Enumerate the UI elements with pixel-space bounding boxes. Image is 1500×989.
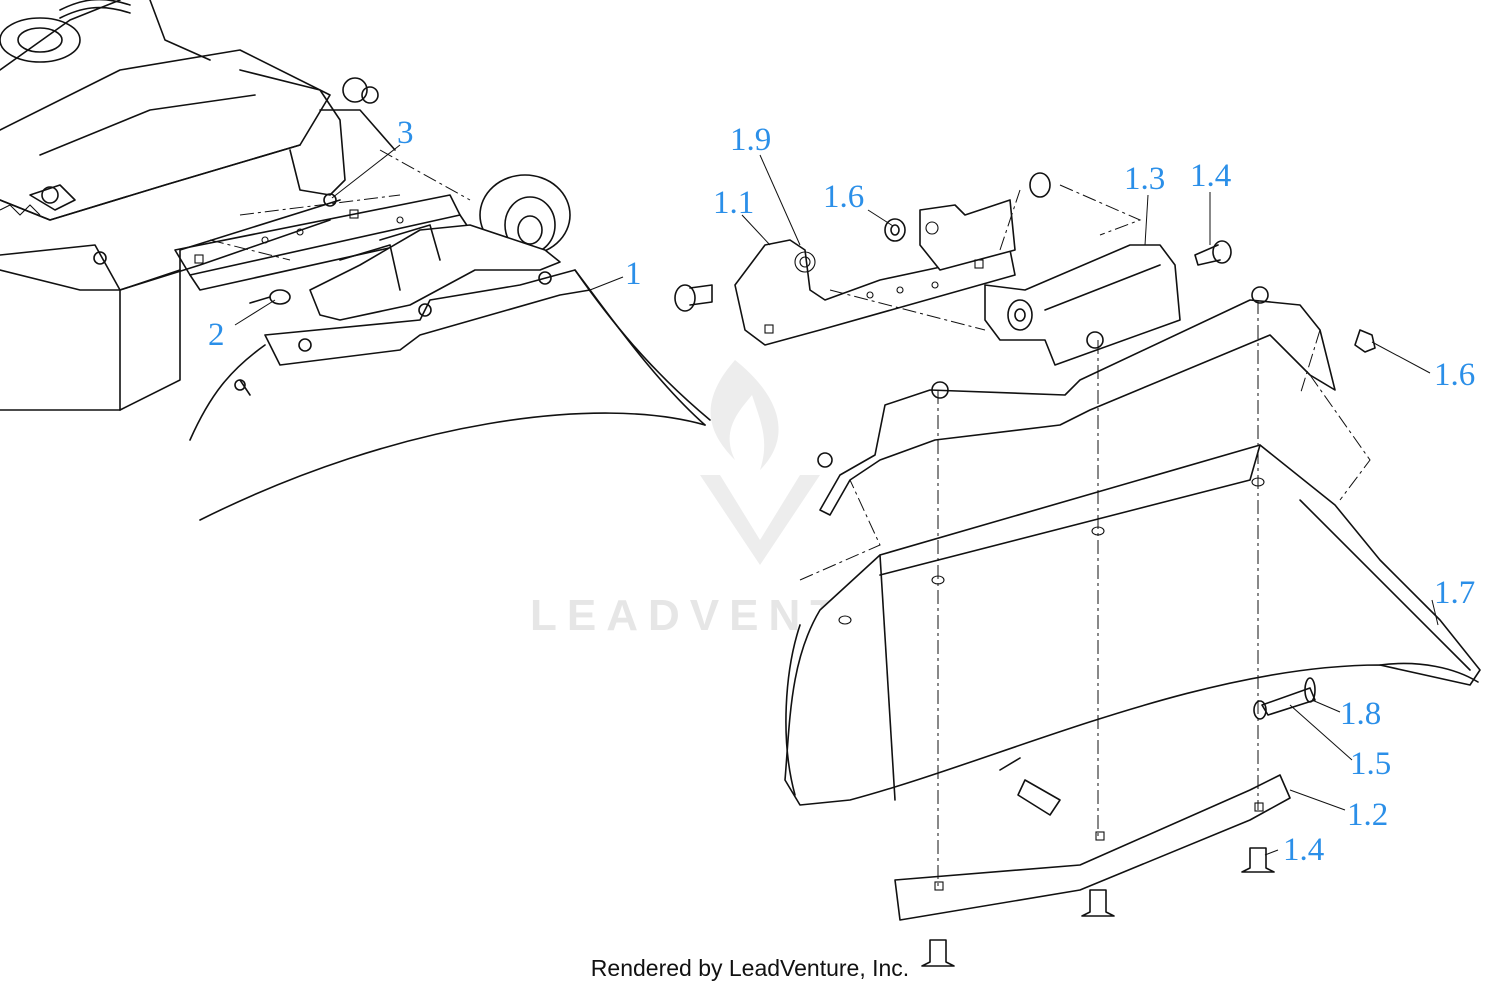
callout-1-6-top: 1.6 — [823, 179, 864, 215]
callout-1-1: 1.1 — [713, 185, 754, 221]
callout-1-3: 1.3 — [1124, 161, 1165, 197]
callout-1-9: 1.9 — [730, 122, 771, 158]
callout-1-6-right: 1.6 — [1434, 357, 1475, 393]
callout-1-7: 1.7 — [1434, 575, 1475, 611]
callout-1-8: 1.8 — [1340, 696, 1381, 732]
footer-credit: Rendered by LeadVenture, Inc. — [590, 955, 910, 981]
callout-1: 1 — [625, 256, 642, 292]
callout-3: 3 — [397, 115, 414, 151]
callout-1-2: 1.2 — [1347, 797, 1388, 833]
callout-1-4-top: 1.4 — [1190, 158, 1231, 194]
leader-lines — [234, 144, 1439, 856]
callout-1-5: 1.5 — [1350, 746, 1391, 782]
callout-labels: 1 2 3 1.1 1.2 1.3 1.4 1.4 1.5 1.6 1.6 1.… — [208, 115, 1475, 868]
callout-1-4-bottom: 1.4 — [1283, 832, 1324, 868]
deflector-exploded-assembly — [674, 172, 1481, 967]
mower-deck-assembly — [0, 0, 711, 521]
callout-2: 2 — [208, 317, 225, 353]
